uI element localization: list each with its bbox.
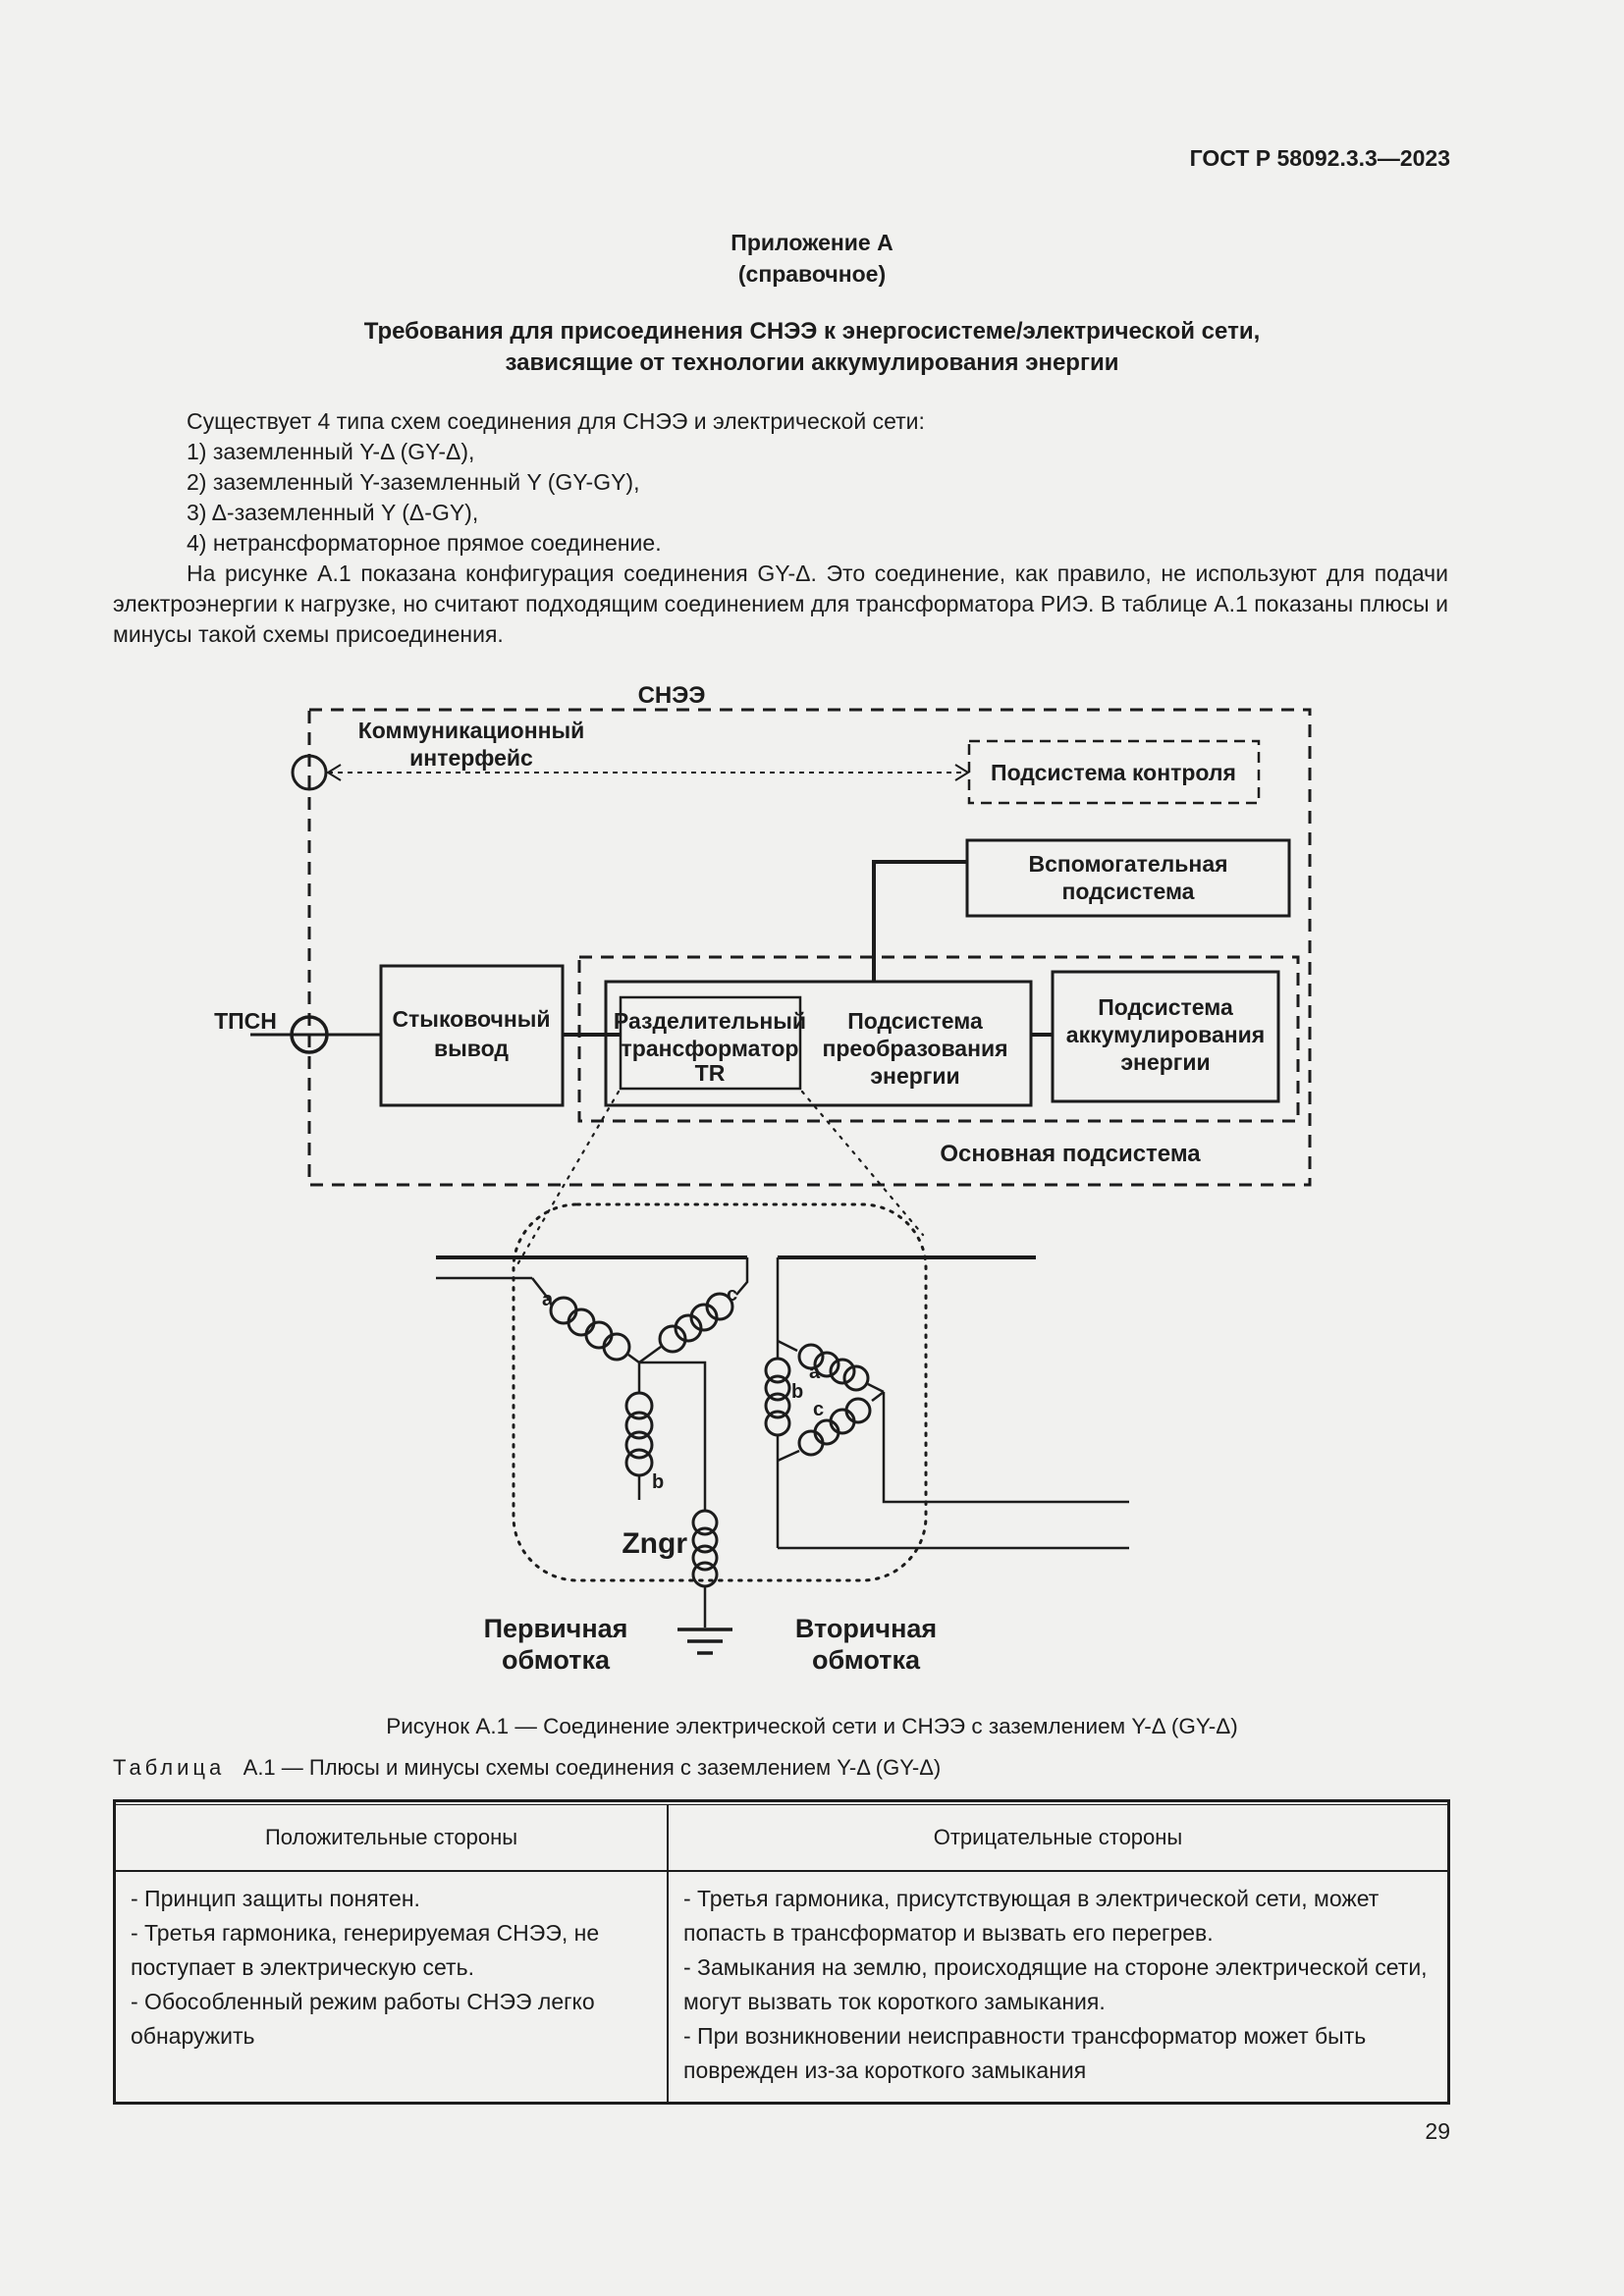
- table-header-row: Положительные стороны Отрицательные стор…: [116, 1804, 1447, 1872]
- table-header-positive: Положительные стороны: [116, 1805, 669, 1870]
- storage-label-line1: Подсистема: [1098, 994, 1233, 1020]
- primary-phase-a-label: a: [542, 1289, 554, 1310]
- comm-interface-label-line1: Коммуникационный: [358, 718, 585, 743]
- negative-item: - При возникновении неисправности трансф…: [683, 2023, 1367, 2083]
- secondary-phase-a-label: a: [809, 1362, 821, 1383]
- appendix-title-line1: Требования для присоединения СНЭЭ к энер…: [363, 318, 1261, 345]
- zoom-projection-right-line: [800, 1090, 925, 1237]
- appendix-kind: (справочное): [737, 261, 887, 287]
- appendix-title: Требования для присоединения СНЭЭ к энер…: [0, 316, 1624, 379]
- aux-subsystem-label-line2: подсистема: [1062, 879, 1195, 904]
- snee-boundary-box: [307, 708, 1312, 1187]
- delta-phase-a-lead: [777, 1339, 798, 1353]
- delta-phase-c-coil: [797, 1397, 872, 1457]
- figure-caption: Рисунок А.1 — Соединение электрической с…: [386, 1714, 1238, 1738]
- page-number: 29: [1425, 2118, 1450, 2144]
- delta-phase-a-tail: [867, 1382, 885, 1394]
- appendix-heading: Приложение А (справочное): [0, 227, 1624, 290]
- aux-connector-line: [872, 860, 967, 982]
- winding-detail-frame: [512, 1202, 928, 1582]
- conversion-label-line1: Подсистема: [847, 1008, 983, 1034]
- snee-label: СНЭЭ: [638, 682, 706, 709]
- zngr-coil: [691, 1509, 719, 1588]
- list-item: 3) Δ-заземленный Y (Δ-GY),: [187, 500, 479, 525]
- control-subsystem-label: Подсистема контроля: [991, 760, 1236, 785]
- isolation-transformer-box: [619, 995, 802, 1091]
- conversion-label-line2: преобразования: [822, 1036, 1007, 1061]
- positive-item: - Принцип защиты понятен.: [131, 1886, 420, 1911]
- secondary-winding-label-line2: обмотка: [812, 1645, 921, 1675]
- storage-label-line3: энергии: [1120, 1049, 1210, 1075]
- table-cell-positive: - Принцип защиты понятен. - Третья гармо…: [116, 1872, 669, 2102]
- tpsn-label: ТПСН: [214, 1008, 277, 1034]
- delta-phase-b-coil: [764, 1357, 791, 1437]
- phase-c-coil: [658, 1292, 734, 1354]
- table-title-text: А.1 — Плюсы и минусы схемы соединения с …: [243, 1755, 942, 1780]
- primary-phase-c-label: c: [727, 1284, 737, 1306]
- transformer-label-line1: Разделительный: [614, 1008, 806, 1034]
- primary-winding-label-line2: обмотка: [502, 1645, 611, 1675]
- control-subsystem-box: [967, 739, 1261, 805]
- arrowhead-left-icon: [326, 764, 342, 781]
- delta-phase-a-coil: [797, 1343, 870, 1392]
- phase-c-lead: [735, 1257, 749, 1296]
- negative-item: - Замыкания на землю, происходящие на ст…: [683, 1954, 1428, 2014]
- table-a1: Положительные стороны Отрицательные стор…: [113, 1799, 1450, 2105]
- storage-label-line2: аккумулирования: [1066, 1022, 1265, 1047]
- phase-c-tail: [638, 1345, 662, 1364]
- list-item: 4) нетрансформаторное прямое соединение.: [187, 530, 662, 556]
- table-cell-negative: - Третья гармоника, присутствующая в эле…: [669, 1872, 1447, 2102]
- phase-b-coil: [624, 1391, 654, 1477]
- secondary-phase-b-label: b: [791, 1381, 803, 1403]
- primary-winding-label-line1: Первичная: [484, 1614, 628, 1643]
- table-header-negative: Отрицательные стороны: [933, 1825, 1183, 1849]
- secondary-output-line-1: [882, 1392, 1129, 1504]
- list-item: 1) заземленный Y-Δ (GY-Δ),: [187, 439, 475, 464]
- standard-reference: ГОСТ Р 58092.3.3—2023: [1189, 145, 1450, 171]
- figure-a1-diagram: СНЭЭ Коммуникационный интерфейс Подсисте…: [214, 682, 1312, 1675]
- positive-item: - Третья гармоника, генерируемая СНЭЭ, н…: [131, 1920, 600, 1980]
- delta-phase-c-lead: [871, 1391, 885, 1402]
- phase-a-tail: [627, 1353, 640, 1364]
- primary-phase-b-label: b: [652, 1471, 664, 1493]
- secondary-winding: a b c: [764, 1255, 1129, 1550]
- positive-item: - Обособленный режим работы СНЭЭ легко о…: [131, 1989, 595, 2049]
- delta-phase-c-tail: [777, 1449, 800, 1463]
- comm-port-node: [291, 754, 328, 791]
- conversion-group-box: [604, 980, 1033, 1107]
- docking-terminal-label-line1: Стыковочный: [392, 1006, 550, 1032]
- intro-paragraph: Существует 4 типа схем соединения для СН…: [187, 408, 925, 434]
- appendix-label: Приложение А: [731, 230, 893, 255]
- ground-icon: [677, 1628, 732, 1655]
- secondary-phase-c-label: c: [813, 1399, 824, 1420]
- body-text: Существует 4 типа схем соединения для СН…: [113, 406, 1448, 650]
- list-item: 2) заземленный Y-заземленный Y (GY-GY),: [187, 469, 640, 495]
- table-title: Таблица А.1 — Плюсы и минусы схемы соеди…: [113, 1755, 1450, 1781]
- comm-interface-label-line2: интерфейс: [409, 745, 533, 771]
- negative-item: - Третья гармоника, присутствующая в эле…: [683, 1886, 1380, 1946]
- main-subsystem-label: Основная подсистема: [940, 1141, 1201, 1167]
- phase-a-coil: [549, 1296, 631, 1362]
- zngr-label: Zngr: [622, 1527, 687, 1560]
- tpsn-port-node: [290, 1015, 329, 1054]
- primary-winding: a c b: [436, 1255, 749, 1500]
- appendix-title-line2: зависящие от технологии аккумулирования …: [505, 349, 1119, 376]
- secondary-winding-label-line1: Вторичная: [795, 1614, 937, 1643]
- main-subsystem-box: [577, 955, 1300, 1123]
- table-body-row: - Принцип защиты понятен. - Третья гармо…: [116, 1872, 1447, 2102]
- table-title-word: Таблица: [113, 1755, 226, 1780]
- conversion-label-line3: энергии: [870, 1063, 959, 1089]
- docking-terminal-label-line2: вывод: [434, 1036, 509, 1061]
- body-paragraph: На рисунке А.1 показана конфигурация сое…: [113, 561, 1448, 647]
- transformer-label-line2: трансформатор: [622, 1036, 799, 1061]
- aux-subsystem-box: [965, 838, 1291, 918]
- aux-subsystem-label-line1: Вспомогательная: [1028, 851, 1227, 877]
- zoom-projection-left-line: [514, 1090, 621, 1268]
- transformer-label-line3: TR: [695, 1060, 726, 1086]
- phase-a-lead: [531, 1277, 551, 1302]
- neutral-ground-branch: Zngr: [622, 1361, 732, 1655]
- neutral-line: [639, 1361, 707, 1510]
